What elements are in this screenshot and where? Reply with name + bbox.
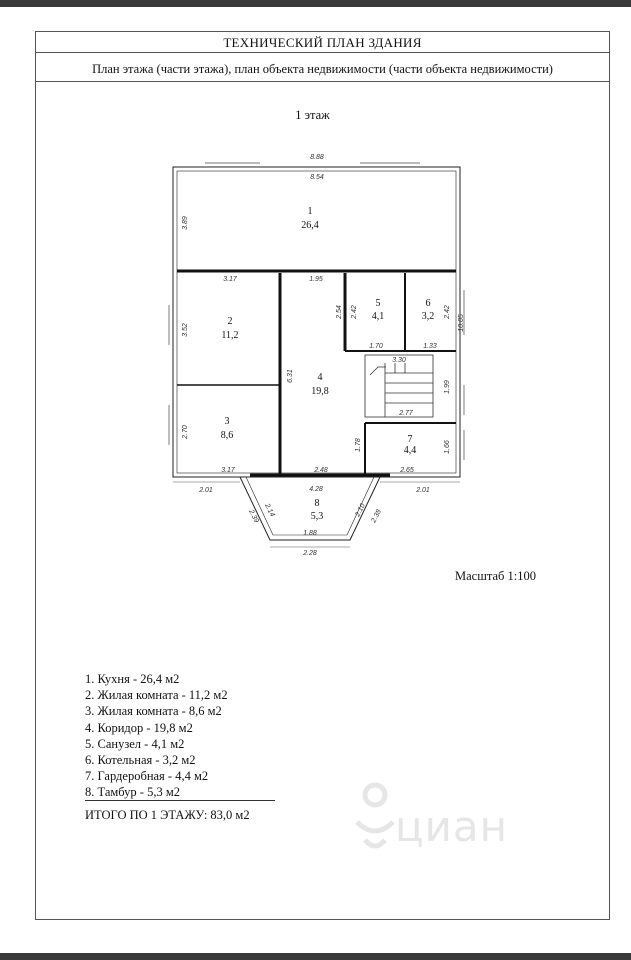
room-3-number: 3 [225, 416, 230, 427]
legend-item: 7. Гардеробная - 4,4 м2 [85, 769, 209, 784]
legend-item: 4. Коридор - 19,8 м2 [85, 720, 193, 735]
legend-item: 1. Кухня - 26,4 м2 [85, 672, 180, 686]
room-5-number: 5 [376, 298, 381, 309]
room-legend: 1. Кухня - 26,4 м2 2. Жилая комната - 11… [85, 671, 228, 801]
room-2-number: 2 [228, 316, 233, 327]
legend-item: 5. Санузел - 4,1 м2 [85, 736, 185, 751]
room-6-area: 3,2 [422, 311, 435, 322]
document-subtitle: План этажа (части этажа), план объекта н… [92, 62, 553, 76]
vestibule-outline [239, 476, 381, 541]
room-4-number: 4 [318, 372, 323, 383]
vestibule-outline-inner [245, 476, 375, 536]
room-3-area: 8,6 [221, 430, 234, 441]
legend-item: 2. Жилая комната - 11,2 м2 [85, 688, 228, 703]
title-divider [35, 52, 610, 53]
dim-label: 1.70 [369, 343, 383, 350]
dim-label: 6.31 [287, 369, 294, 383]
dim-label: 2.48 [313, 467, 328, 474]
dim-label: 2.77 [398, 410, 414, 417]
room-7-area: 4,4 [404, 445, 417, 456]
dim-label: 2.14 [263, 502, 276, 518]
dim-label: 2.42 [444, 305, 451, 320]
scale-label: Масштаб 1:100 [455, 569, 536, 583]
legend-item: 6. Котельная - 3,2 м2 [85, 753, 196, 768]
dim-label: 10.05 [458, 314, 465, 332]
dim-label: 2.28 [302, 550, 317, 557]
room-8-number: 8 [315, 498, 320, 509]
outer-wall [172, 166, 461, 478]
room-8-area: 5,3 [311, 511, 324, 522]
room-1-area: 26,4 [301, 220, 319, 231]
dim-label: 1.95 [309, 276, 323, 283]
dim-label: 2.65 [399, 467, 414, 474]
room-4-area: 19,8 [311, 386, 329, 397]
top-dark-bar [0, 0, 631, 7]
dim-label: 2.70 [182, 425, 189, 440]
dim-label: 3.89 [182, 216, 189, 230]
dim-label: 1.78 [355, 438, 362, 452]
dim-label: 3.17 [223, 276, 238, 283]
watermark-text: циан [395, 802, 509, 851]
room-7-number: 7 [408, 434, 413, 445]
dim-label: 1.33 [423, 343, 437, 350]
dim-label: 8.88 [310, 154, 324, 161]
room-1-number: 1 [308, 206, 313, 217]
dim-label: 8.54 [310, 174, 324, 181]
dim-label: 2.01 [415, 487, 430, 494]
dim-label: 1.66 [444, 440, 451, 454]
dim-label: 3.17 [221, 467, 236, 474]
dim-label: 2.38 [370, 509, 383, 525]
subtitle-divider [35, 81, 610, 82]
dim-label: 2.42 [351, 305, 358, 320]
dim-label: 1.99 [444, 380, 451, 394]
watermark-logo-icon [355, 782, 395, 849]
bottom-dark-bar [0, 953, 631, 960]
legend-divider [85, 800, 275, 801]
floor-label: 1 этаж [295, 108, 330, 122]
document-frame [35, 31, 610, 920]
floor-plan-drawing: 1 26,4 2 11,2 3 8,6 4 19,8 5 4,1 6 3,2 7… [168, 154, 465, 557]
document-title: ТЕХНИЧЕСКИЙ ПЛАН ЗДАНИЯ [223, 35, 422, 50]
outer-wall-inner [176, 170, 457, 474]
dim-label: 2.54 [336, 305, 343, 320]
dim-label: 2.39 [247, 508, 260, 524]
room-6-number: 6 [426, 298, 431, 309]
total-area: ИТОГО ПО 1 ЭТАЖУ: 83,0 м2 [85, 808, 250, 822]
dim-label: 3.30 [392, 357, 406, 364]
dim-label: 2.01 [198, 487, 213, 494]
dim-label: 4.28 [309, 486, 323, 493]
room-5-area: 4,1 [372, 311, 385, 322]
dim-label: 1.88 [303, 530, 317, 537]
dim-label: 3.52 [182, 323, 189, 337]
dim-label: 2.10 [354, 503, 367, 519]
room-2-area: 11,2 [221, 330, 238, 341]
stairs [364, 354, 434, 418]
legend-item: 3. Жилая комната - 8,6 м2 [85, 704, 222, 719]
legend-item: 8. Тамбур - 5,3 м2 [85, 785, 180, 800]
